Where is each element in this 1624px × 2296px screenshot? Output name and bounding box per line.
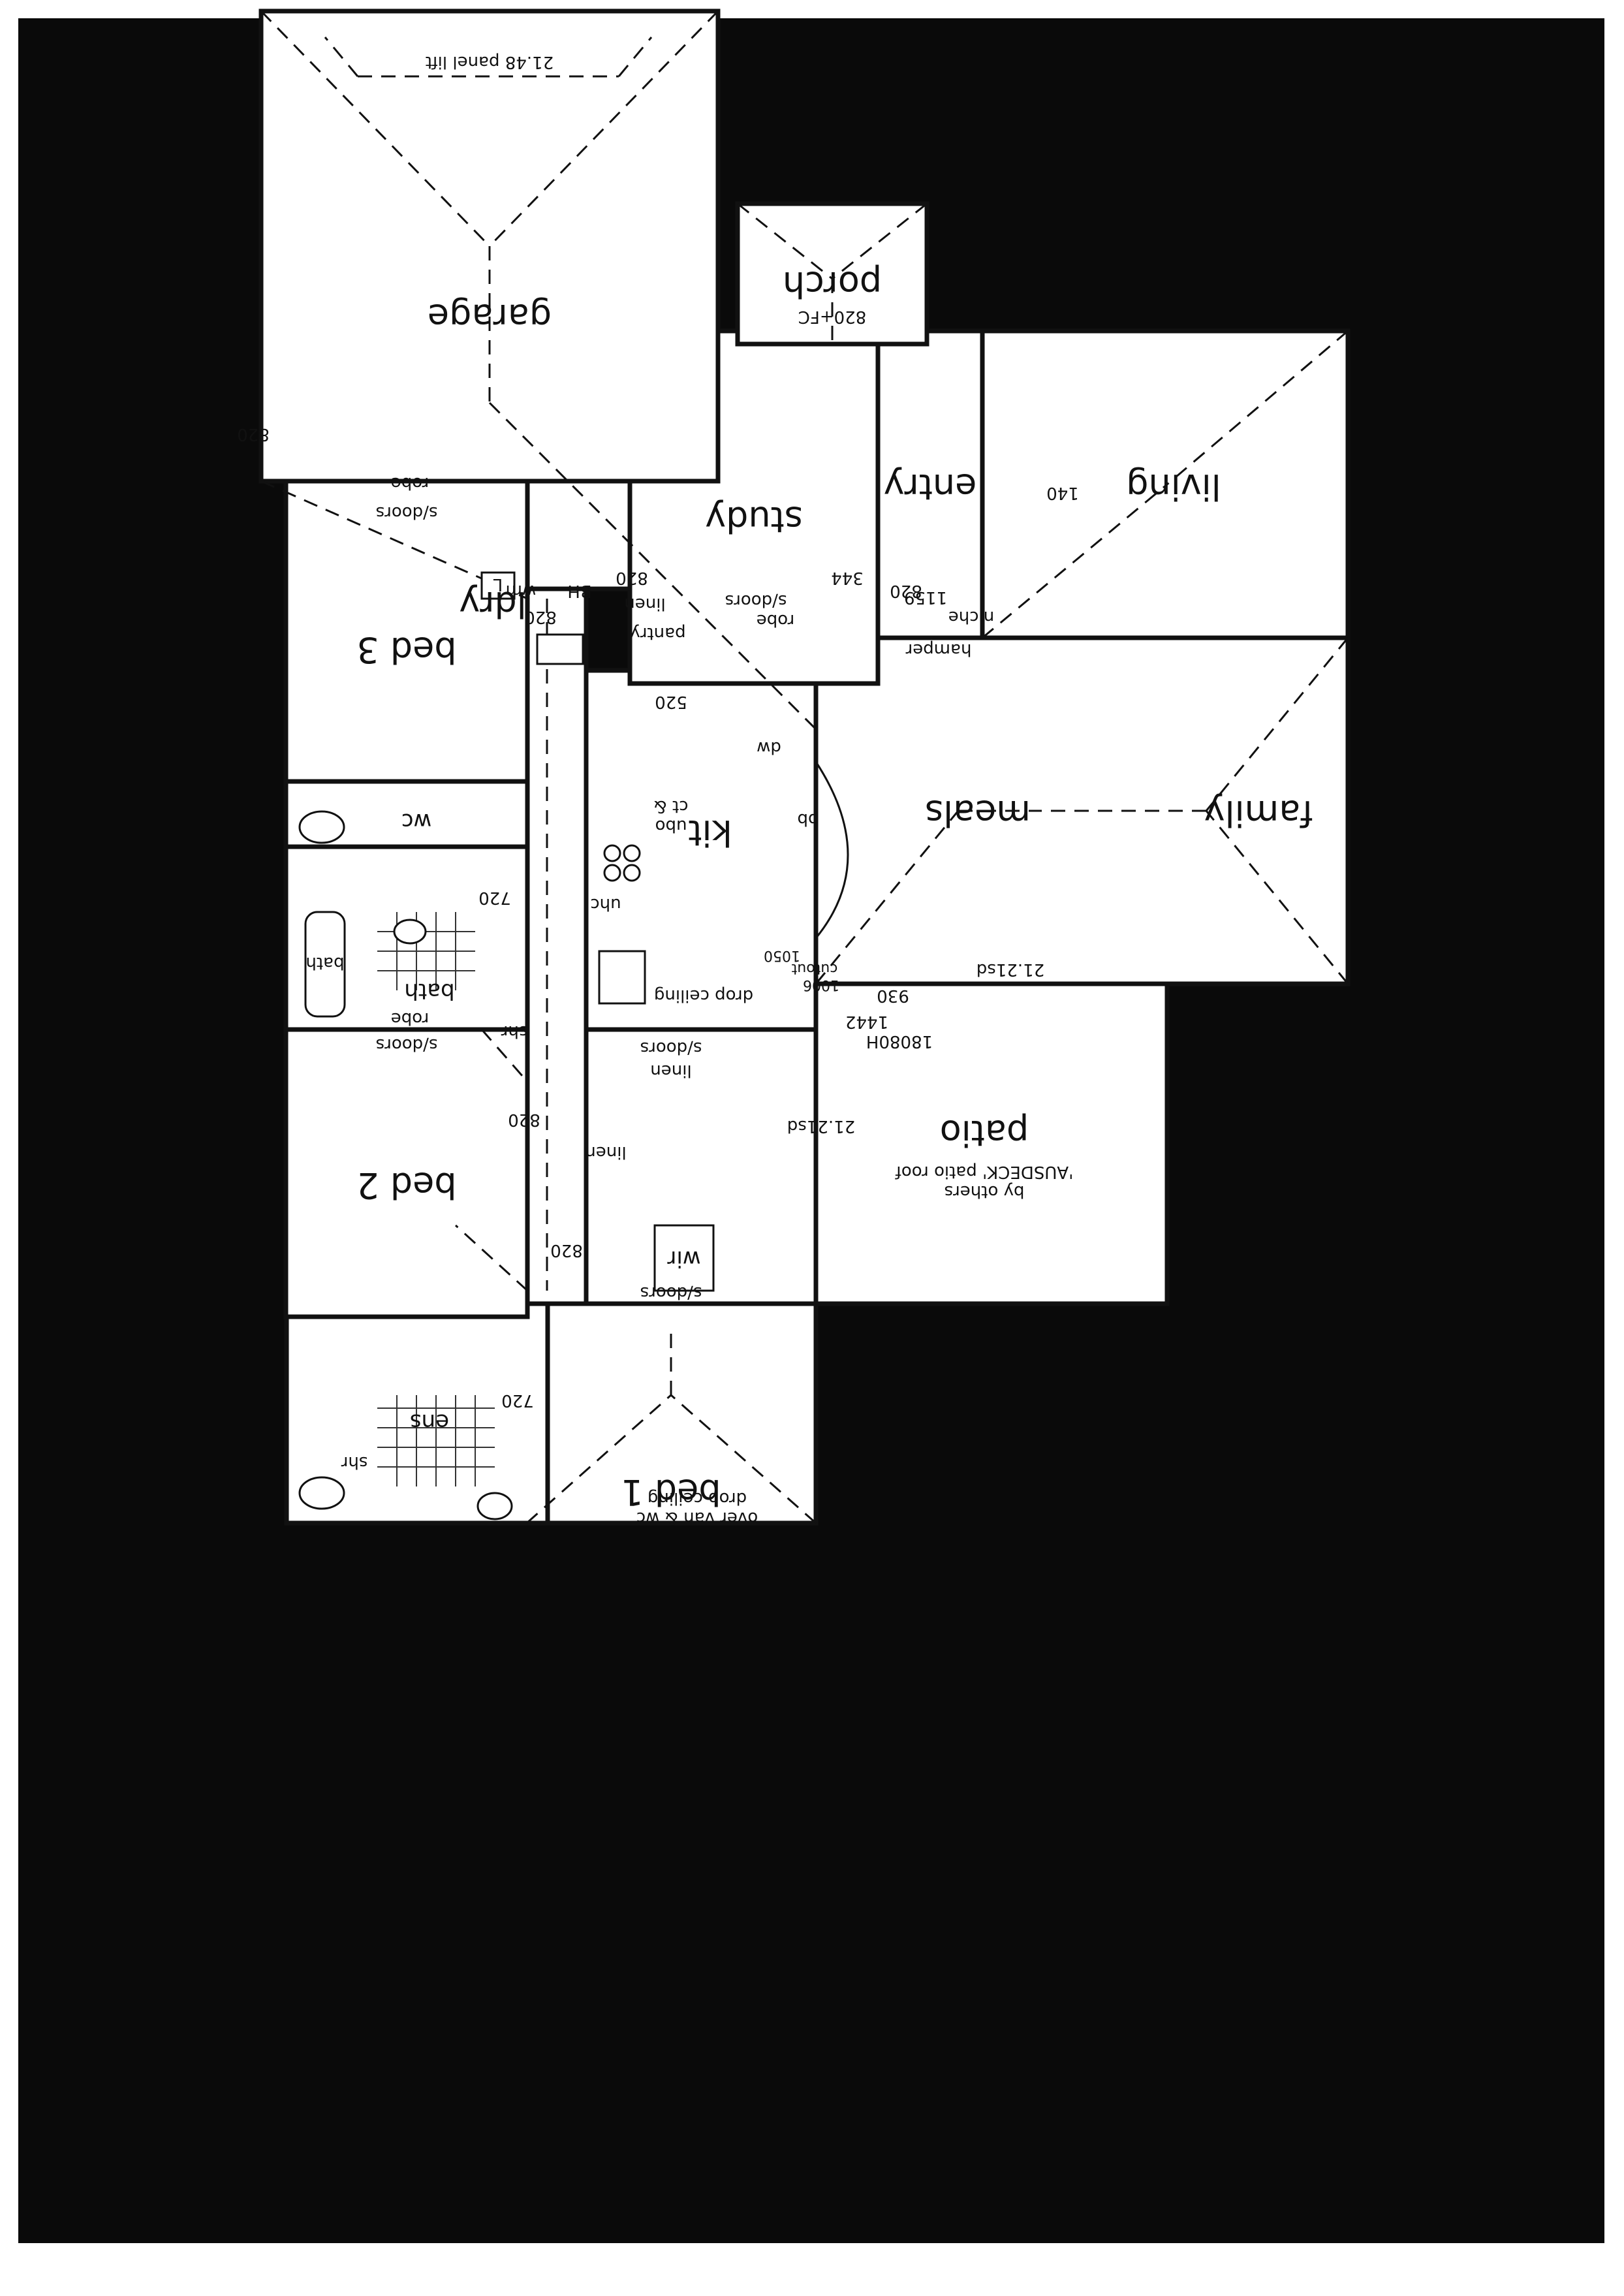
cutout-2: cutout [791, 960, 837, 977]
dim-820-entry: 820 [890, 581, 922, 601]
cutout-1: 1050 [764, 947, 800, 964]
hamper-label: hamper [905, 640, 971, 659]
patio-note-2: by others [945, 1182, 1025, 1201]
bench-arc [815, 761, 849, 939]
wc-label: wc [401, 808, 432, 834]
ldry-outline [525, 479, 632, 591]
ens-basin-icon [476, 1492, 513, 1520]
patio-outline [813, 981, 1170, 1306]
ldry-label: ldry [459, 584, 526, 625]
hall-outline [525, 586, 589, 1306]
kit-label: kit [688, 812, 732, 853]
bed3-label: bed 3 [356, 629, 456, 670]
robe-label: robe [391, 473, 429, 493]
patio-label: patio [940, 1112, 1029, 1154]
cooktop-burner-1 [623, 864, 641, 882]
shr-label: shr [501, 1022, 527, 1041]
bed2-label: bed 2 [356, 1165, 456, 1206]
dim-520: 520 [655, 692, 687, 712]
family-label: family [1204, 793, 1313, 834]
dim-720-bath: 720 [478, 888, 511, 907]
room-labels: garage 21.48 panel lift porch 820+FC stu… [305, 52, 1313, 1513]
wir-label: wir [667, 1246, 700, 1272]
roof-hip-lines [260, 10, 1349, 1524]
dw-label: dw [757, 738, 781, 757]
robe-study-label: robe [757, 610, 795, 630]
ens-toilet-icon [298, 1476, 345, 1510]
bed1-label: bed 1 [621, 1471, 721, 1513]
porch-outline [735, 201, 929, 347]
fixtures [298, 571, 849, 1520]
cooktop-burner-3 [623, 844, 641, 862]
drop-ceiling-label: drop ceiling [654, 986, 753, 1005]
cutout-3: 1006 [803, 977, 839, 993]
entry-outline [875, 328, 985, 640]
fixture-labels: robe robe robe s/doors s/doors s/doors s… [341, 473, 994, 1528]
dim-820-bed3: 820 [524, 607, 557, 627]
bed3-room-outline [283, 479, 530, 784]
linen-label-vertical: linen [585, 1142, 626, 1162]
dim-140: 140 [1046, 483, 1079, 503]
wir-box [653, 1224, 715, 1292]
sdoors-label-bed3: s/doors [376, 503, 438, 522]
bh-label: BH [567, 581, 591, 601]
meals-label: meals [925, 793, 1031, 834]
ct-ubo-label: ct & [653, 796, 688, 816]
dim-820-bed1: 820 [550, 1240, 583, 1260]
sink-icon [536, 633, 584, 665]
ens-label: ens [410, 1409, 449, 1435]
patio-note-1: 'AUSDECK' patio roof [895, 1162, 1073, 1182]
wm-label: wm [506, 581, 537, 601]
porch-label: porch [783, 264, 882, 305]
dim-1442: 1442 [845, 1012, 888, 1031]
uhc-label: uhc [590, 894, 621, 914]
sdoors-label-linen: s/doors [640, 1038, 702, 1058]
bath-basin-icon [393, 919, 427, 945]
dim-344: 344 [831, 568, 864, 588]
dim-2121sd-top: 21.21sd [976, 960, 1044, 979]
dim-820-garage: 820 [237, 424, 270, 444]
bathtub-label: bath [305, 953, 344, 973]
bath-label: bath [404, 978, 454, 1004]
ens-tiles [377, 1395, 495, 1486]
niche-label: niche [948, 607, 994, 627]
entry-label: entry [884, 466, 977, 507]
dim-930: 930 [877, 986, 909, 1005]
pantry-label: pantry [630, 623, 685, 643]
bb-label: bb [797, 810, 819, 829]
l-box [480, 571, 516, 600]
sdoors-label-wir: s/doors [640, 1283, 702, 1302]
dim-1159: 1159 [904, 588, 947, 607]
bed2-room-outline [283, 1027, 530, 1319]
dim-820-bed2: 820 [508, 1110, 540, 1129]
room-shapes [258, 8, 1351, 1526]
dim-2121sd-side: 21.21sd [787, 1116, 855, 1136]
dim-720-ens: 720 [501, 1391, 534, 1410]
cooktop-burner-2 [603, 864, 621, 882]
living-label: living [1126, 466, 1221, 507]
fridge-box [598, 950, 646, 1005]
drop-ceiling-ens-2: over van & wc [636, 1508, 758, 1528]
cooktop-burner-4 [603, 844, 621, 862]
drop-ceiling-ens-1: drop ceiling [648, 1488, 747, 1508]
shr-ens-label: shr [341, 1453, 367, 1472]
toilet-icon [298, 810, 345, 844]
garage-label: garage [428, 296, 552, 338]
sdoors-label-study: s/doors [725, 591, 787, 610]
dim-18080h: 18080H [866, 1031, 933, 1051]
linen-label-2: linen [624, 594, 665, 614]
porch-door-label: 820+FC [798, 307, 867, 326]
bathtub-icon [304, 911, 346, 1018]
l-box-label: L [493, 574, 503, 594]
linen-label: linen [650, 1061, 691, 1080]
robe-bed2-label: robe [391, 1009, 429, 1028]
ubo-label: ubo [655, 816, 687, 836]
sdoors-label-bed2: s/doors [376, 1035, 438, 1054]
study-label: study [705, 499, 803, 540]
dim-820-ldry: 820 [616, 568, 648, 588]
garage-door-label: 21.48 panel lift [426, 52, 554, 72]
dimension-labels: 820 820 820 820 820 820 520 344 1159 140… [237, 424, 1079, 1410]
